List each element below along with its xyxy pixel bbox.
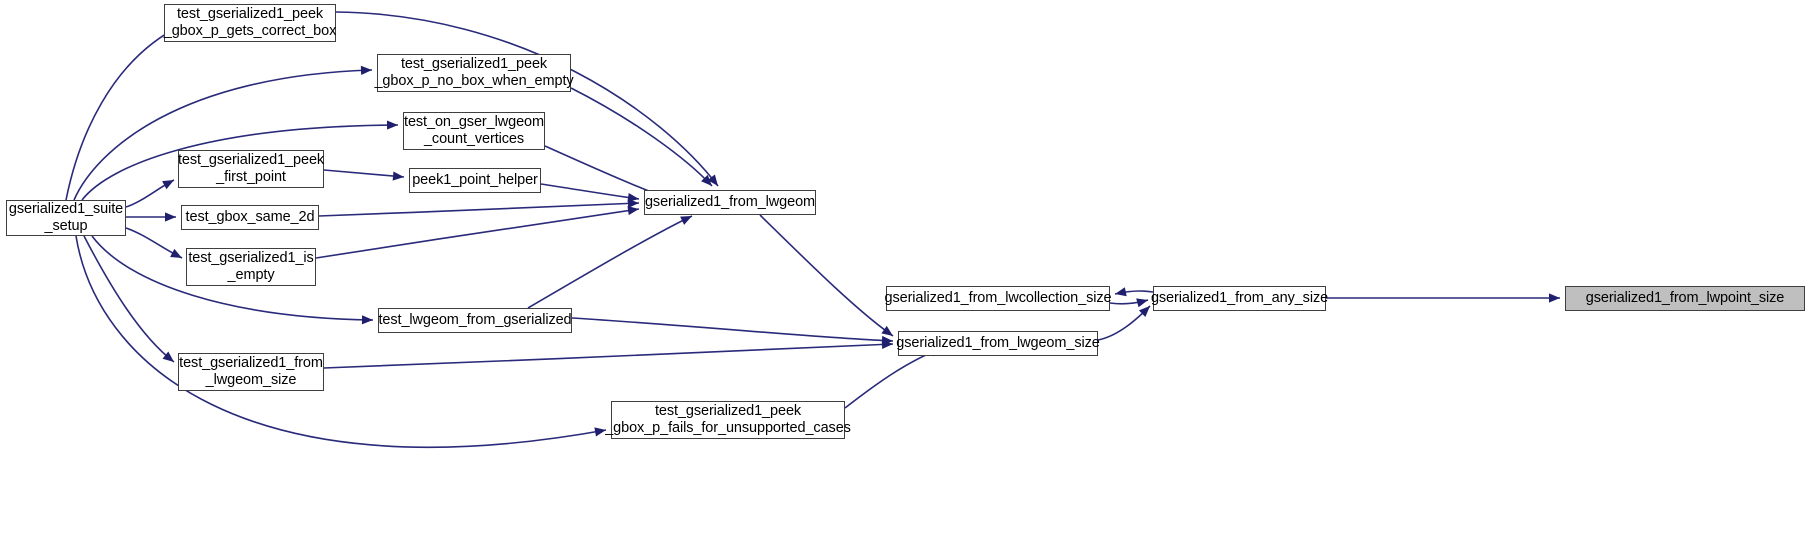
node-from_lwcollection_size[interactable]: gserialized1_from_lwcollection_size [884, 286, 1112, 311]
node-from_lwgeom_size_test[interactable]: test_gserialized1_from _lwgeom_size [178, 353, 324, 391]
edge-suite_setup-to-peek_gbox_fails_unsupported [75, 235, 607, 449]
edge-is_empty-to-from_lwgeom [315, 205, 640, 259]
edge-suite_setup-to-peek_gbox_gets_correct_box [65, 24, 183, 201]
node-label-is_empty: test_gserialized1_is _empty [188, 249, 314, 283]
edge-suite_setup-to-on_gser_lwgeom_count_vertices [81, 120, 399, 201]
node-label-peek_gbox_fails_unsupported: test_gserialized1_peek _gbox_p_fails_for… [605, 402, 851, 436]
edge-gbox_same_2d-to-from_lwgeom [318, 198, 640, 217]
edge-suite_setup-to-is_empty [125, 227, 183, 259]
edge-peek1_point_helper-to-from_lwgeom [540, 183, 640, 203]
edge-peek_gbox_no_box_when_empty-to-from_lwgeom [570, 87, 713, 187]
edge-from_lwgeom_size_test-to-from_lwgeom_size [323, 339, 894, 369]
edge-from_any_size-to-from_lwpoint_size [1326, 293, 1560, 303]
edge-peek_gbox_fails_unsupported-to-from_lwgeom_size [844, 347, 943, 409]
edge-suite_setup-to-lwgeom_from_gserialized [91, 235, 374, 325]
node-suite_setup[interactable]: gserialized1_suite _setup [6, 200, 126, 236]
node-label-from_any_size: gserialized1_from_any_size [1150, 289, 1329, 306]
node-peek_gbox_gets_correct_box[interactable]: test_gserialized1_peek _gbox_p_gets_corr… [164, 4, 336, 42]
edge-suite_setup-to-peek_first_point [125, 179, 175, 208]
edge-suite_setup-to-from_lwgeom_size_test [83, 235, 175, 363]
node-label-peek1_point_helper: peek1_point_helper [412, 171, 538, 188]
node-peek_gbox_fails_unsupported[interactable]: test_gserialized1_peek _gbox_p_fails_for… [605, 401, 851, 439]
node-label-gbox_same_2d: test_gbox_same_2d [185, 208, 315, 225]
edge-from_any_size-to-from_lwcollection_size [1114, 287, 1154, 297]
node-label-lwgeom_from_gserialized: test_lwgeom_from_gserialized [378, 311, 572, 328]
node-on_gser_lwgeom_count_vertices[interactable]: test_on_gser_lwgeom _count_vertices [403, 112, 545, 150]
node-gbox_same_2d[interactable]: test_gbox_same_2d [181, 205, 319, 230]
edge-suite_setup-to-peek_gbox_no_box_when_empty [73, 65, 373, 201]
node-label-peek_gbox_gets_correct_box: test_gserialized1_peek _gbox_p_gets_corr… [163, 5, 337, 39]
node-label-from_lwgeom_size_test: test_gserialized1_from _lwgeom_size [179, 354, 323, 388]
edge-peek_gbox_gets_correct_box-to-from_lwgeom [335, 11, 719, 187]
node-from_lwgeom_size[interactable]: gserialized1_from_lwgeom_size [896, 331, 1100, 356]
node-is_empty[interactable]: test_gserialized1_is _empty [186, 248, 316, 286]
node-from_lwpoint_size[interactable]: gserialized1_from_lwpoint_size [1565, 286, 1805, 311]
edge-from_lwgeom_size-to-from_any_size [1097, 305, 1151, 341]
node-peek_gbox_no_box_when_empty[interactable]: test_gserialized1_peek _gbox_p_no_box_wh… [374, 54, 574, 92]
edge-lwgeom_from_gserialized-to-from_lwgeom_size [571, 317, 894, 346]
edge-lwgeom_from_gserialized-to-from_lwgeom [527, 215, 693, 309]
node-label-peek_gbox_no_box_when_empty: test_gserialized1_peek _gbox_p_no_box_wh… [374, 55, 574, 89]
edge-from_lwcollection_size-to-from_any_size [1109, 298, 1149, 308]
node-label-from_lwpoint_size: gserialized1_from_lwpoint_size [1585, 289, 1785, 306]
node-lwgeom_from_gserialized[interactable]: test_lwgeom_from_gserialized [378, 308, 572, 333]
node-label-from_lwcollection_size: gserialized1_from_lwcollection_size [884, 289, 1112, 306]
node-peek1_point_helper[interactable]: peek1_point_helper [409, 168, 541, 193]
edge-peek_first_point-to-peek1_point_helper [323, 169, 405, 181]
node-label-suite_setup: gserialized1_suite _setup [8, 200, 124, 234]
node-label-peek_first_point: test_gserialized1_peek _first_point [177, 151, 325, 185]
node-from_lwgeom[interactable]: gserialized1_from_lwgeom [644, 190, 816, 215]
node-label-from_lwgeom: gserialized1_from_lwgeom [644, 193, 816, 210]
edge-from_lwgeom-to-from_lwgeom_size [759, 214, 894, 337]
node-peek_first_point[interactable]: test_gserialized1_peek _first_point [178, 150, 324, 188]
node-label-from_lwgeom_size: gserialized1_from_lwgeom_size [896, 334, 1100, 351]
node-label-on_gser_lwgeom_count_vertices: test_on_gser_lwgeom _count_vertices [404, 113, 544, 147]
edge-suite_setup-to-gbox_same_2d [126, 212, 176, 222]
node-from_any_size[interactable]: gserialized1_from_any_size [1150, 286, 1329, 311]
